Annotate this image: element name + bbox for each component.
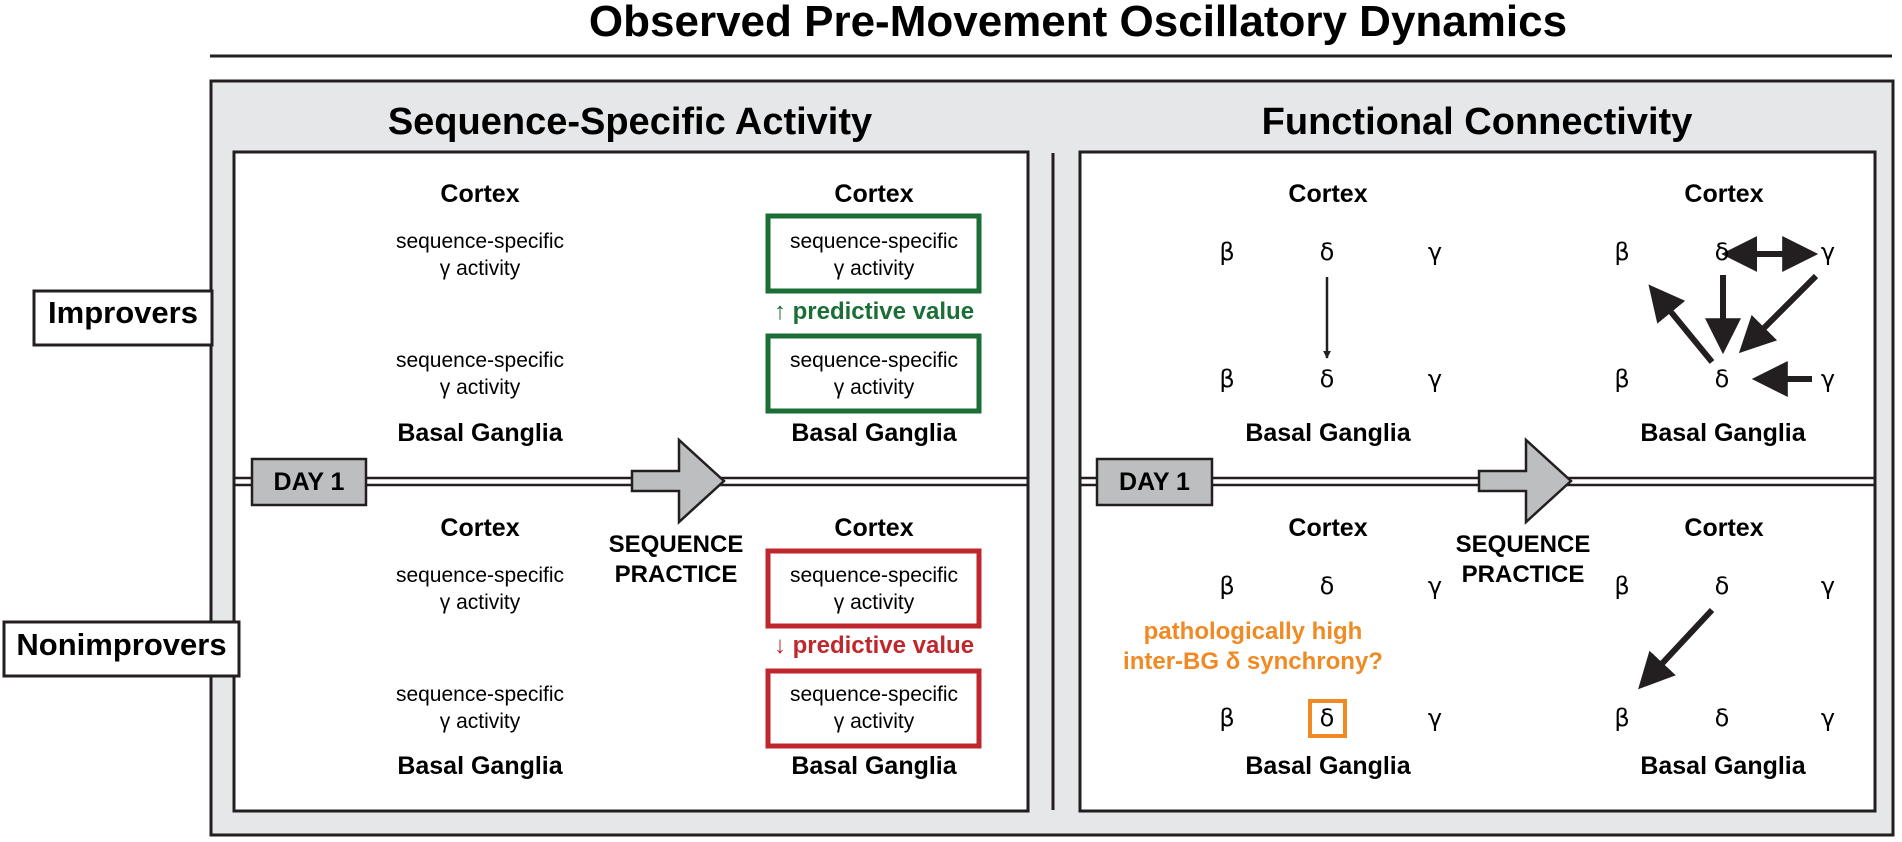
activity-line1: sequence-specific — [395, 683, 565, 706]
annotation-line1: pathologically high — [1143, 618, 1363, 645]
cortex-label: Cortex — [834, 514, 914, 542]
improvers-label: Improvers — [48, 295, 198, 330]
nonimprovers-label: Nonimprovers — [16, 627, 227, 662]
basal-ganglia-label: Basal Ganglia — [1245, 752, 1411, 780]
activity-line2: γ activity — [439, 591, 521, 614]
cortex-gamma-band: γ — [1427, 238, 1443, 266]
sequence-practice-label-right: SEQUENCE PRACTICE — [1433, 530, 1613, 590]
basal-ganglia-label: Basal Ganglia — [1640, 752, 1806, 780]
activity-line2: γ activity — [833, 710, 915, 733]
predictive-value-down: ↓ predictive value — [773, 632, 975, 659]
day-box-left — [250, 457, 368, 507]
basal-ganglia-label: Basal Ganglia — [397, 419, 563, 447]
day-box-right — [1095, 457, 1214, 507]
cortex-gamma-band: γ — [1820, 572, 1836, 600]
cortex-beta-band: β — [1614, 572, 1630, 600]
activity-line2: γ activity — [439, 710, 521, 733]
activity-text: sequence-specific γ activity — [370, 228, 590, 282]
activity-line2: γ activity — [439, 257, 521, 280]
bg-beta-band: β — [1614, 365, 1630, 393]
practice-line1-right: SEQUENCE — [1455, 531, 1591, 558]
section-title-activity: Sequence-Specific Activity — [387, 101, 873, 143]
practice-arrow-left — [630, 437, 726, 525]
cortex-delta-band: δ — [1714, 238, 1730, 266]
cortex-label: Cortex — [1288, 180, 1368, 208]
bg-gamma-band: γ — [1820, 365, 1836, 393]
activity-line1: sequence-specific — [789, 230, 959, 253]
bg-delta-band: δ — [1319, 704, 1335, 732]
practice-line1-left: SEQUENCE — [608, 531, 744, 558]
arrow-bg-delta-to-cortex-beta — [1648, 284, 1715, 364]
cortex-gamma-band: γ — [1427, 572, 1443, 600]
activity-text: sequence-specific γ activity — [764, 681, 984, 735]
cortex-beta-band: β — [1219, 238, 1235, 266]
cortex-delta-band: δ — [1319, 572, 1335, 600]
bg-delta-band: δ — [1714, 365, 1730, 393]
bg-beta-band: β — [1219, 704, 1235, 732]
arrow-cortex-delta-to-bg-beta — [1638, 607, 1715, 690]
cortex-label: Cortex — [440, 514, 520, 542]
nonimprover-bg-box — [765, 668, 982, 749]
practice-line2-right: PRACTICE — [1461, 561, 1585, 588]
improver-cortex-box — [765, 213, 982, 294]
bg-gamma-band: γ — [1427, 365, 1443, 393]
annotation-line2: inter-BG δ synchrony? — [1123, 648, 1383, 675]
basal-ganglia-label: Basal Ganglia — [397, 752, 563, 780]
activity-line1: sequence-specific — [395, 564, 565, 587]
improver-bg-box — [765, 333, 982, 414]
cortex-label: Cortex — [834, 180, 914, 208]
practice-line2-left: PRACTICE — [614, 561, 738, 588]
cortex-delta-band: δ — [1714, 572, 1730, 600]
cortex-label: Cortex — [1684, 180, 1764, 208]
day-label-right: DAY 1 — [1119, 468, 1190, 496]
cortex-beta-band: β — [1614, 238, 1630, 266]
bg-gamma-band: γ — [1427, 704, 1443, 732]
bg-beta-band: β — [1614, 704, 1630, 732]
bg-delta-highlight-box — [1308, 699, 1347, 738]
cortex-label: Cortex — [1288, 514, 1368, 542]
activity-text: sequence-specific γ activity — [764, 347, 984, 401]
bg-beta-band: β — [1219, 365, 1235, 393]
cortex-label: Cortex — [440, 180, 520, 208]
activity-line2: γ activity — [833, 591, 915, 614]
activity-text: sequence-specific γ activity — [764, 228, 984, 282]
cortex-beta-band: β — [1219, 572, 1235, 600]
cortex-label: Cortex — [1684, 514, 1764, 542]
bg-delta-band: δ — [1714, 704, 1730, 732]
bg-gamma-band: γ — [1820, 704, 1836, 732]
activity-line1: sequence-specific — [789, 683, 959, 706]
cortex-delta-band: δ — [1319, 238, 1335, 266]
activity-line2: γ activity — [833, 376, 915, 399]
predictive-value-up: ↑ predictive value — [773, 298, 975, 325]
nonimprovers-label-box — [2, 620, 241, 678]
practice-arrow-right — [1477, 437, 1573, 525]
pathological-synchrony-annotation: pathologically high inter-BG δ synchrony… — [1088, 617, 1418, 677]
basal-ganglia-label: Basal Ganglia — [1245, 419, 1411, 447]
activity-line1: sequence-specific — [395, 230, 565, 253]
activity-line2: γ activity — [439, 376, 521, 399]
activity-text: sequence-specific γ activity — [370, 562, 590, 616]
activity-text: sequence-specific γ activity — [370, 347, 590, 401]
basal-ganglia-label: Basal Ganglia — [791, 752, 957, 780]
sequence-practice-label-left: SEQUENCE PRACTICE — [586, 530, 766, 590]
improvers-label-box — [32, 289, 214, 347]
cortex-gamma-band: γ — [1820, 238, 1836, 266]
activity-text: sequence-specific γ activity — [370, 681, 590, 735]
basal-ganglia-label: Basal Ganglia — [1640, 419, 1806, 447]
bg-delta-band: δ — [1319, 365, 1335, 393]
activity-line1: sequence-specific — [789, 349, 959, 372]
activity-line1: sequence-specific — [789, 564, 959, 587]
nonimprover-cortex-box — [765, 548, 982, 629]
activity-line1: sequence-specific — [395, 349, 565, 372]
section-title-connectivity: Functional Connectivity — [1261, 101, 1693, 143]
figure-title: Observed Pre-Movement Oscillatory Dynami… — [588, 0, 1568, 46]
day-label-left: DAY 1 — [273, 468, 345, 496]
basal-ganglia-label: Basal Ganglia — [791, 419, 957, 447]
activity-line2: γ activity — [833, 257, 915, 280]
activity-text: sequence-specific γ activity — [764, 562, 984, 616]
arrow-cortex-gamma-to-bg-delta — [1738, 273, 1819, 354]
